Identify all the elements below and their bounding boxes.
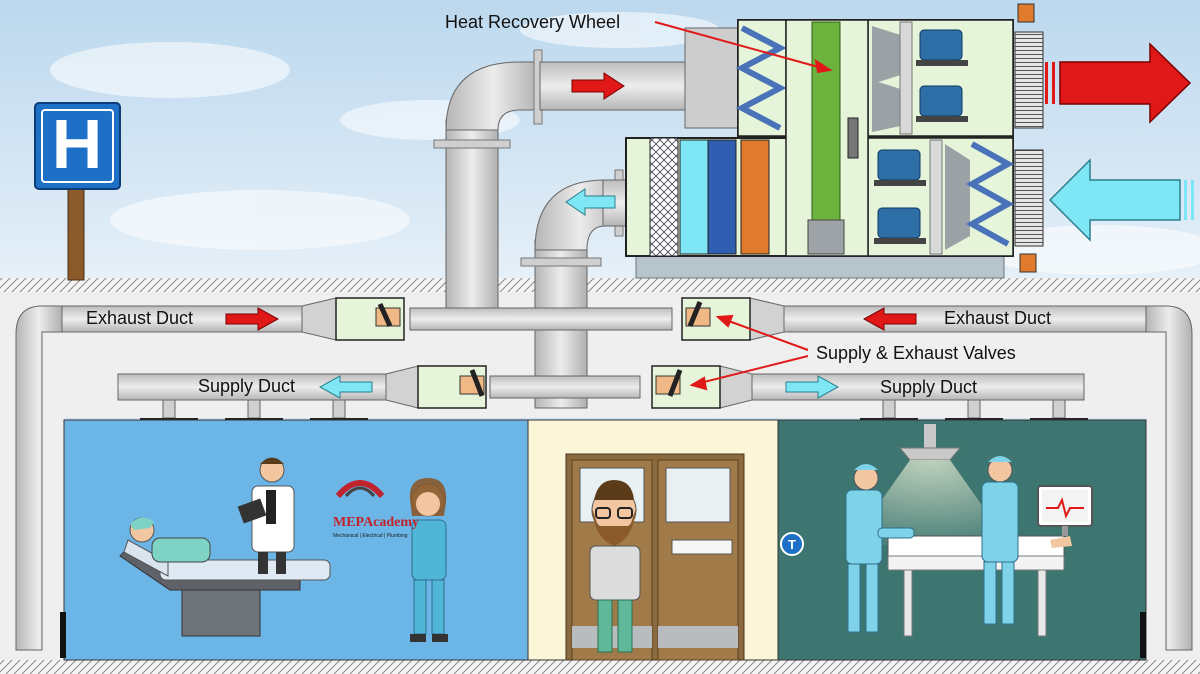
label-exhaust-duct-left: Exhaust Duct <box>86 308 194 328</box>
damper-top <box>1017 3 1035 23</box>
label-supply-duct-right: Supply Duct <box>880 377 978 397</box>
exhaust-flow-arrow-right <box>862 307 917 331</box>
exhaust-flow-arrow-duct <box>571 72 625 100</box>
or-room-badge-letter: T <box>788 537 796 552</box>
heating-coil <box>740 139 770 255</box>
patient-room <box>63 419 529 661</box>
doctor-figure <box>237 457 295 574</box>
valve-supply-right <box>651 365 721 409</box>
corridor-doctor-figure <box>589 480 641 653</box>
damper-bottom <box>1019 253 1037 273</box>
callout-heat-recovery-wheel: Heat Recovery Wheel <box>445 12 621 32</box>
or-room-badge: T <box>780 532 804 556</box>
exhaust-fan-motor-2 <box>916 85 968 122</box>
hospital-bed <box>119 517 331 637</box>
hospital-sign: H <box>34 102 121 281</box>
surgeon-figure-1 <box>845 464 915 633</box>
callout-leaders <box>654 21 833 391</box>
logo-brand: MEPAcademy <box>333 515 419 530</box>
exhaust-louver <box>1014 31 1044 129</box>
intake-louver <box>1014 149 1044 247</box>
filter-cyan <box>679 139 709 255</box>
floor-slab <box>0 660 1200 674</box>
heat-recovery-wheel <box>785 19 869 257</box>
sign-post <box>67 187 85 281</box>
supply-flow-arrow-duct <box>565 188 616 216</box>
surgeon-figure-2 <box>981 456 1019 625</box>
outside-air-intake-arrow <box>1048 158 1194 242</box>
mep-academy-logo: MEPAcademy Mechanical | Electrical | Plu… <box>333 480 419 539</box>
callout-supply-exhaust-valves: Supply & Exhaust Valves <box>816 343 1016 363</box>
valve-exhaust-left <box>335 297 405 341</box>
exhaust-duct <box>15 297 1193 651</box>
label-supply-duct-left: Supply Duct <box>198 376 296 396</box>
operating-table <box>887 535 1072 637</box>
nurse-figure <box>409 478 448 642</box>
ahu-base <box>635 255 1005 279</box>
exhaust-discharge-arrow <box>1045 42 1192 124</box>
label-exhaust-duct-right: Exhaust Duct <box>944 308 1052 328</box>
sign-letter: H <box>52 105 103 183</box>
surgical-light <box>850 424 1010 545</box>
roof-slab <box>0 278 1200 292</box>
exhaust-flow-arrow-left <box>225 307 280 331</box>
sign-board <box>34 102 121 190</box>
cooling-coil <box>707 139 737 255</box>
valve-exhaust-right <box>681 297 751 341</box>
supply-fan-motor-2 <box>874 207 926 244</box>
door-seal-left <box>60 612 66 658</box>
patient-monitor <box>1037 485 1093 536</box>
supply-flow-arrow-right <box>785 375 840 399</box>
ahu-exhaust-section <box>735 19 1014 137</box>
logo-tagline: Mechanical | Electrical | Plumbing <box>333 533 408 539</box>
exhaust-riser <box>433 49 543 321</box>
supply-fan-motor-1 <box>874 149 926 186</box>
door-seal-right <box>1140 612 1146 658</box>
exhaust-fan-motor-1 <box>916 29 968 66</box>
supply-flow-arrow-left <box>318 375 373 399</box>
valve-supply-left <box>417 365 487 409</box>
filter-mesh <box>649 137 679 257</box>
